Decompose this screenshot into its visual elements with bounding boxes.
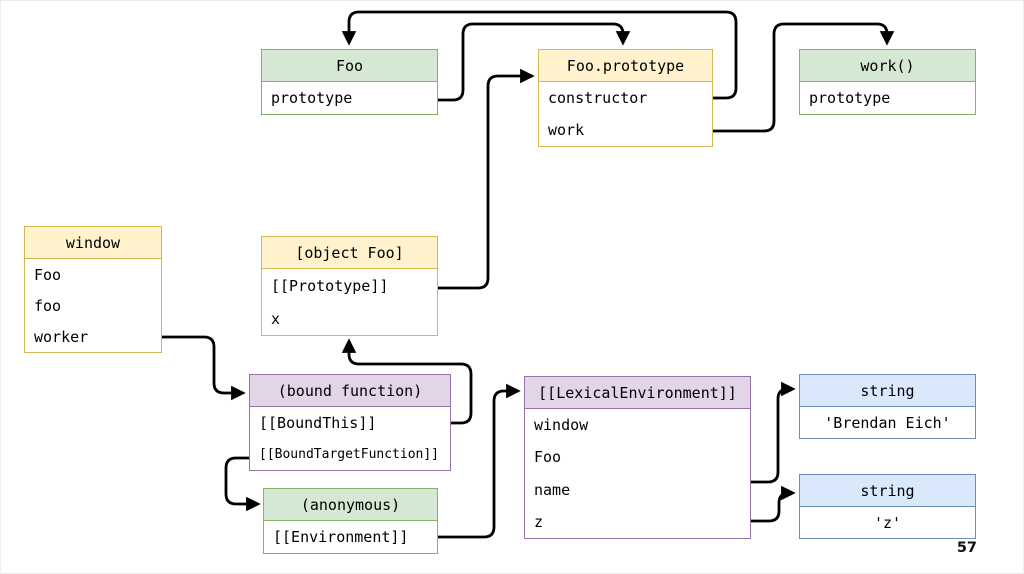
- page-number: 57: [956, 540, 977, 556]
- node-lexical-environment-title: [[LexicalEnvironment]]: [525, 377, 750, 409]
- node-bound-function: (bound function) [[BoundThis]] [[BoundTa…: [249, 374, 451, 471]
- node-bound-function-title: (bound function): [250, 375, 450, 407]
- node-work-fn: work() prototype: [799, 49, 976, 115]
- node-anonymous-fn-row-environment: [[Environment]]: [273, 528, 409, 546]
- node-object-foo-row-prototype-slot: [[Prototype]]: [271, 276, 389, 295]
- edge-worker-to-bound-function: [160, 335, 246, 401]
- node-object-foo: [object Foo] [[Prototype]] x: [261, 236, 438, 336]
- node-string-z: string 'z': [799, 474, 976, 539]
- node-string-z-title: string: [800, 475, 975, 507]
- node-window: window Foo foo worker: [24, 226, 162, 353]
- node-foo-row-prototype: prototype: [271, 89, 353, 107]
- node-bound-function-row-boundthis: [[BoundThis]]: [259, 413, 377, 432]
- node-anonymous-fn-title: (anonymous): [264, 489, 437, 521]
- node-string-brendan: string 'Brendan Eich': [799, 374, 976, 439]
- node-window-row-foo: foo: [34, 296, 62, 315]
- node-work-fn-title: work(): [800, 50, 975, 82]
- node-lexical-environment-row-Foo: Foo: [534, 448, 562, 467]
- node-foo-prototype: Foo.prototype constructor work: [538, 49, 713, 147]
- node-lexical-environment-row-name: name: [534, 480, 571, 499]
- node-anonymous-fn: (anonymous) [[Environment]]: [263, 488, 438, 554]
- node-foo-prototype-row-constructor: constructor: [548, 89, 648, 107]
- edge-z-to-string-z: [749, 485, 796, 523]
- node-work-fn-row-prototype: prototype: [809, 89, 891, 107]
- node-string-z-value: 'z': [873, 513, 902, 532]
- node-window-row-worker: worker: [34, 327, 89, 346]
- node-foo-prototype-row-work: work: [548, 121, 585, 139]
- edge-name-to-string-brendan: [749, 381, 796, 484]
- node-object-foo-title: [object Foo]: [262, 237, 437, 269]
- node-lexical-environment: [[LexicalEnvironment]] window Foo name z: [524, 376, 751, 539]
- node-object-foo-row-x: x: [271, 309, 281, 328]
- node-bound-function-row-boundtargetfunction: [[BoundTargetFunction]]: [259, 446, 440, 462]
- node-window-title: window: [25, 227, 161, 259]
- node-lexical-environment-row-z: z: [534, 512, 544, 531]
- edge-prototype-slot-to-foo-prototype: [436, 68, 535, 290]
- node-foo-title: Foo: [262, 50, 437, 82]
- node-window-row-Foo: Foo: [34, 265, 62, 284]
- node-foo: Foo prototype: [261, 49, 438, 115]
- node-foo-prototype-title: Foo.prototype: [539, 50, 712, 82]
- node-lexical-environment-row-window: window: [534, 416, 589, 435]
- node-string-brendan-value: 'Brendan Eich': [824, 413, 951, 432]
- node-string-brendan-title: string: [800, 375, 975, 407]
